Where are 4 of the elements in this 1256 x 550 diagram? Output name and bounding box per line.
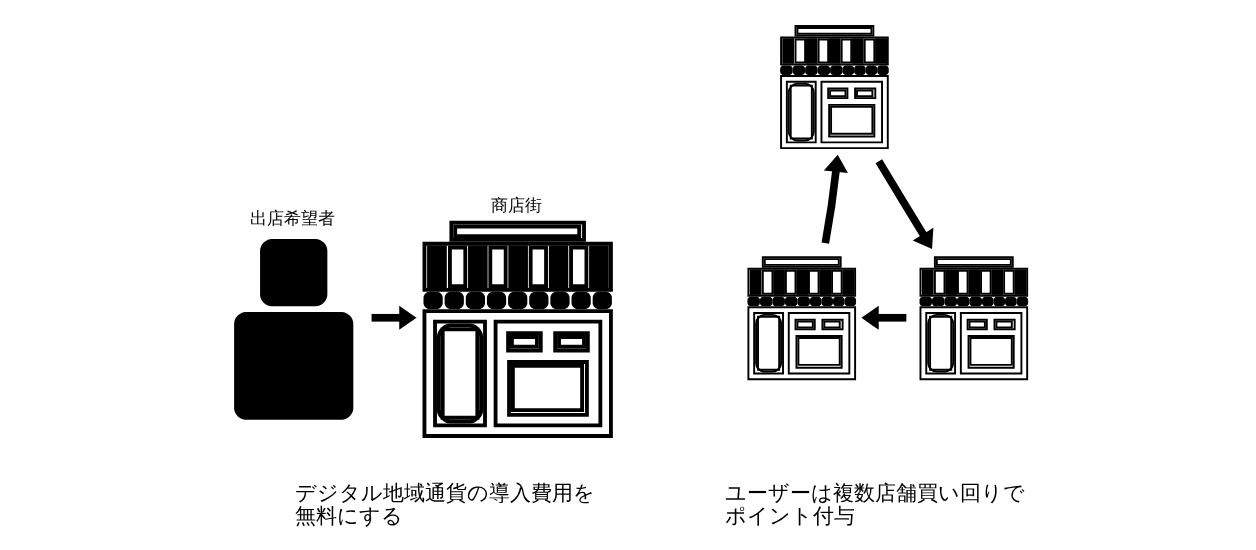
node-label: 商店街 xyxy=(491,195,543,216)
label: ユーザーは複数店舗買い回りでポイント付与 xyxy=(725,480,1026,529)
label: デジタル地域通貨の導入費用を無料にする xyxy=(294,480,595,529)
node-label: 出店希望者 xyxy=(249,207,335,228)
